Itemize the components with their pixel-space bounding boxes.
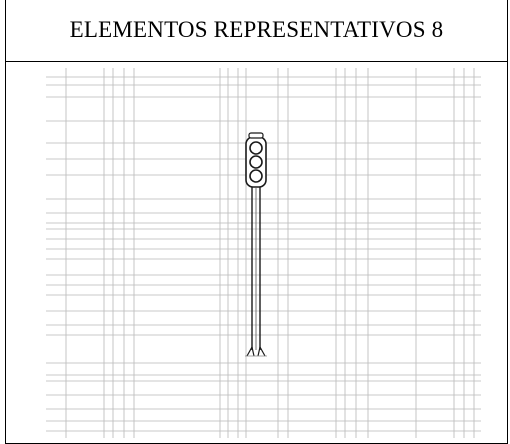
table-frame: ELEMENTOS REPRESENTATIVOS 8 — [5, 0, 508, 444]
traffic-light-on-pole-icon — [245, 132, 267, 357]
technical-drawing — [46, 68, 481, 438]
drawing-cell — [6, 63, 507, 444]
signal-lamp-middle — [249, 155, 263, 169]
background-grid — [46, 68, 481, 438]
signal-visor — [248, 132, 264, 139]
signal-lamp-top — [249, 141, 263, 155]
title-cell: ELEMENTOS REPRESENTATIVOS 8 — [6, 0, 507, 62]
signal-lamp-bottom — [249, 169, 263, 183]
page-title: ELEMENTOS REPRESENTATIVOS 8 — [69, 16, 444, 42]
pole-base — [246, 345, 266, 357]
